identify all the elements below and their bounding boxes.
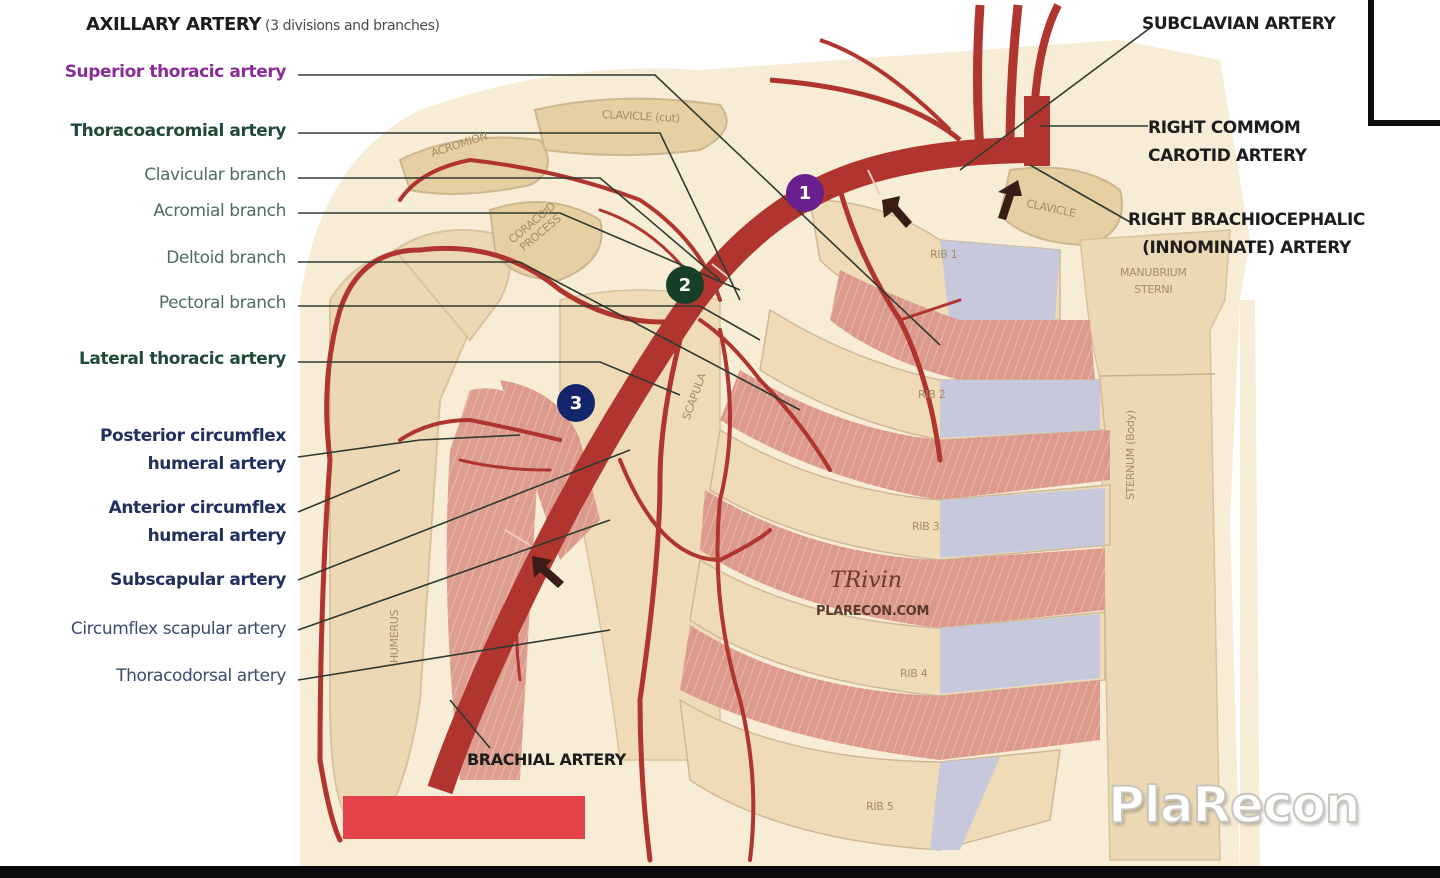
label-line: Anterior circumflex [108, 498, 287, 518]
label-right-brachiocephalic-artery: RIGHT BRACHIOCEPHALIC (INNOMINATE) ARTER… [1128, 206, 1365, 262]
division-badge-1: 1 [786, 174, 824, 212]
plarecon-watermark: PlaRecon [1107, 775, 1362, 835]
division-badge-3: 3 [557, 384, 595, 422]
label-right-common-carotid-artery: RIGHT COMMOM CAROTID ARTERY [1148, 114, 1307, 170]
label-posterior-circumflex-humeral-artery: Posterior circumflex humeral artery [100, 422, 286, 478]
division-badge-2: 2 [666, 266, 704, 304]
bone-label-manubrium-sterni: MANUBRIUM STERNI [1120, 264, 1187, 298]
bone-label-rib1: RIB 1 [930, 248, 958, 261]
label-thoracoacromial-artery: Thoracoacromial artery [70, 121, 286, 141]
title-main: AXILLARY ARTERY [86, 14, 262, 35]
label-line: RIGHT BRACHIOCEPHALIC [1128, 210, 1365, 230]
label-line: RIGHT COMMOM [1148, 118, 1301, 138]
label-brachial-artery: BRACHIAL ARTERY [467, 750, 626, 769]
label-superior-thoracic-artery: Superior thoracic artery [64, 62, 287, 82]
label-text: STERNUM (Body) [1124, 410, 1137, 500]
label-subscapular-artery: Subscapular artery [110, 570, 286, 590]
bone-label-rib2: RIB 2 [918, 388, 946, 401]
label-circumflex-scapular-artery: Circumflex scapular artery [70, 619, 287, 639]
label-anterior-circumflex-humeral-artery: Anterior circumflex humeral artery [108, 494, 287, 550]
label-line: (INNOMINATE) ARTERY [1142, 238, 1351, 258]
artist-signature: TRivin [830, 568, 902, 593]
label-lateral-thoracic-artery: Lateral thoracic artery [78, 349, 286, 369]
title-subtitle: (3 divisions and branches) [265, 18, 440, 34]
diagram-title: AXILLARY ARTERY(3 divisions and branches… [86, 14, 440, 35]
label-line: Posterior circumflex [99, 426, 286, 446]
bone-label-rib4: RIB 4 [900, 667, 928, 680]
site-credit: PLARECON.COM [816, 604, 930, 619]
bottom-bar [0, 866, 1440, 878]
bone-label-rib5: RIB 5 [866, 800, 894, 813]
label-pectoral-branch: Pectoral branch [158, 293, 287, 313]
label-line: STERNI [1134, 283, 1173, 296]
corner-frame [1368, 0, 1440, 126]
label-line: humeral artery [147, 454, 287, 474]
bone-label-sternum-body: STERNUM (Body) [1124, 410, 1137, 500]
bone-label-rib3: RIB 3 [912, 520, 940, 533]
label-clavicular-branch: Clavicular branch [144, 165, 286, 185]
label-deltoid-branch: Deltoid branch [166, 248, 286, 268]
label-acromial-branch: Acromial branch [153, 201, 286, 221]
bone-label-humerus: HUMERUS [388, 609, 402, 664]
label-line: MANUBRIUM [1120, 266, 1187, 279]
label-subclavian-artery: SUBCLAVIAN ARTERY [1142, 14, 1336, 34]
label-line: CAROTID ARTERY [1148, 146, 1307, 166]
redaction-box [343, 796, 585, 839]
label-thoracodorsal-artery: Thoracodorsal artery [116, 666, 286, 686]
label-line: humeral artery [147, 526, 287, 546]
